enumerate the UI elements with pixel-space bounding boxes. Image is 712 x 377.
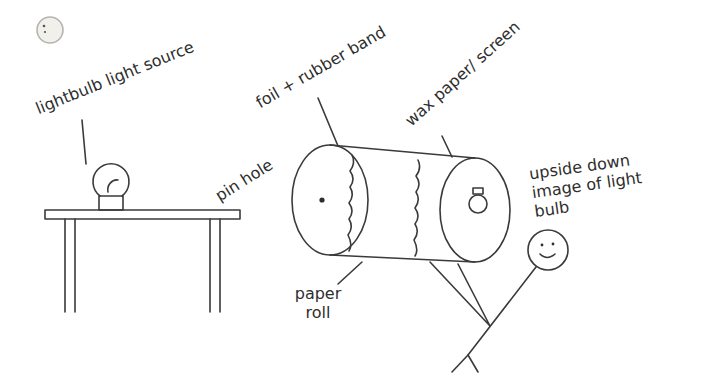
- leader-line: [442, 136, 452, 157]
- blob-dot: [43, 25, 46, 28]
- table: [45, 210, 240, 312]
- stick-figure: [430, 230, 568, 372]
- handwritten-label: pin hole: [212, 141, 298, 205]
- leader-line: [318, 98, 338, 146]
- handwritten-label: foil + rubber band: [252, 0, 435, 112]
- light-bulb: [93, 164, 129, 210]
- handwritten-label: wax paper/ screen: [401, 0, 548, 130]
- inverted-bulb-image: [469, 188, 487, 213]
- blob-dot: [44, 31, 46, 33]
- leader-line: [82, 120, 86, 164]
- eraser-blob: [37, 17, 63, 43]
- leader-line: [338, 262, 362, 284]
- handwritten-label: paper roll: [290, 284, 346, 322]
- paper-roll-tube: [292, 145, 510, 262]
- handwritten-label: lightbulb light source: [33, 14, 253, 118]
- handwritten-label: upside down image of light bulb: [528, 144, 685, 222]
